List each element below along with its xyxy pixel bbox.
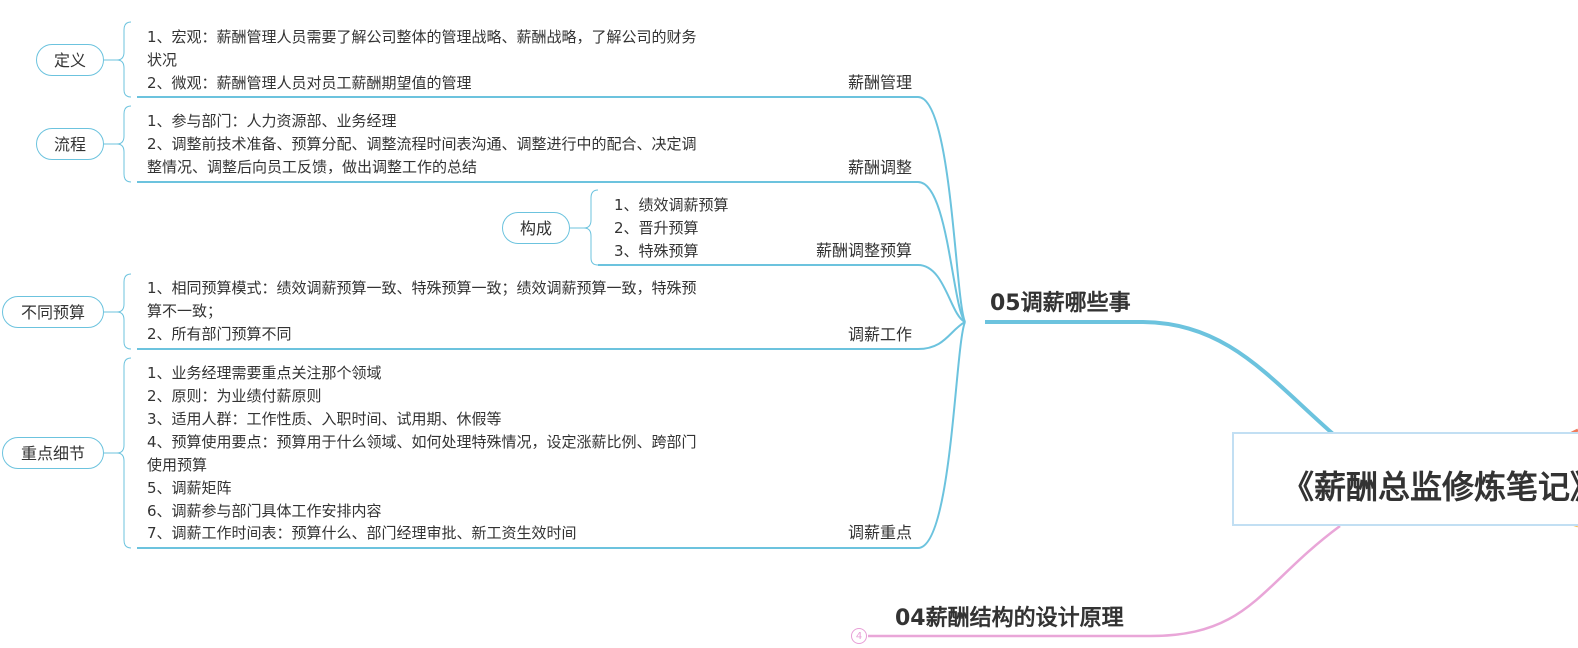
topic-2-line-1: 1、参与部门：人力资源部、业务经理 xyxy=(147,112,397,130)
topic-5-line-4: 4、预算使用要点：预算用于什么领域、如何处理特殊情况，设定涨薪比例、跨部门 xyxy=(147,433,697,451)
category-bubble-different-budgets[interactable]: 不同预算 xyxy=(2,296,104,328)
topic-1-line-3: 2、微观：薪酬管理人员对员工薪酬期望值的管理 xyxy=(147,74,472,92)
topic-label-salary-adjustment[interactable]: 薪酬调整 xyxy=(847,158,912,177)
bracket-topic-4 xyxy=(116,273,132,350)
topic-3-line-3: 3、特殊预算 xyxy=(614,242,699,260)
category-bubble-definition[interactable]: 定义 xyxy=(36,44,104,76)
bracket-topic-3 xyxy=(583,189,599,266)
topic-5-line-5: 使用预算 xyxy=(147,456,208,474)
topic-4-line-1: 1、相同预算模式：绩效调薪预算一致、特殊预算一致；绩效调薪预算一致，特殊预 xyxy=(147,279,697,297)
root-node[interactable]: 《薪酬总监修炼笔记》 xyxy=(1232,432,1578,526)
topic-3-line-2: 2、晋升预算 xyxy=(614,219,699,237)
category-bubble-key-details[interactable]: 重点细节 xyxy=(2,437,104,469)
topic-1-line-2: 状况 xyxy=(147,51,178,69)
curve-topic-4 xyxy=(917,321,966,350)
topic-3-line-1: 1、绩效调薪预算 xyxy=(614,196,729,214)
topic-label-raise-focus[interactable]: 调薪重点 xyxy=(847,523,912,542)
link-root-to-05 xyxy=(985,320,1342,442)
branch-05-title[interactable]: 05调薪哪些事 xyxy=(990,291,1131,316)
category-bubble-process[interactable]: 流程 xyxy=(36,128,104,160)
topic-5-line-6: 5、调薪矩阵 xyxy=(147,479,232,497)
bracket-topic-1 xyxy=(116,21,132,98)
branch-04-title[interactable]: 04薪酬结构的设计原理 xyxy=(895,606,1124,631)
category-bubble-composition[interactable]: 构成 xyxy=(502,212,570,244)
topic-label-salary-management[interactable]: 薪酬管理 xyxy=(847,73,912,92)
curve-topic-5 xyxy=(917,321,966,549)
topic-5-line-3: 3、适用人群：工作性质、入职时间、试用期、休假等 xyxy=(147,410,502,428)
topic-5-line-8: 7、调薪工作时间表：预算什么、部门经理审批、新工资生效时间 xyxy=(147,524,577,542)
bracket-topic-5 xyxy=(116,357,132,549)
topic-4-line-2: 算不一致； xyxy=(147,302,223,320)
topic-2-line-2: 2、调整前技术准备、预算分配、调整流程时间表沟通、调整进行中的配合、决定调 xyxy=(147,135,697,153)
topic-2-line-3: 整情况、调整后向员工反馈，做出调整工作的总结 xyxy=(147,158,478,176)
root-title: 《薪酬总监修炼笔记》 xyxy=(1282,468,1578,506)
topic-label-adjustment-budget[interactable]: 薪酬调整预算 xyxy=(815,241,912,260)
curve-topic-2 xyxy=(917,181,966,323)
topic-5-line-7: 6、调薪参与部门具体工作安排内容 xyxy=(147,502,382,520)
topic-5-line-1: 1、业务经理需要重点关注那个领域 xyxy=(147,364,382,382)
link-root-to-04 xyxy=(868,524,1341,638)
topic-1-line-1: 1、宏观：薪酬管理人员需要了解公司整体的管理战略、薪酬战略，了解公司的财务 xyxy=(147,28,697,46)
topic-label-raise-work[interactable]: 调薪工作 xyxy=(847,325,912,344)
topic-5-line-2: 2、原则：为业绩付薪原则 xyxy=(147,387,322,405)
collapsed-count-badge[interactable]: 4 xyxy=(851,628,867,644)
curve-topic-3 xyxy=(917,264,966,323)
curve-topic-1 xyxy=(917,96,966,323)
bracket-topic-2 xyxy=(116,105,132,183)
topic-4-line-3: 2、所有部门预算不同 xyxy=(147,325,292,343)
